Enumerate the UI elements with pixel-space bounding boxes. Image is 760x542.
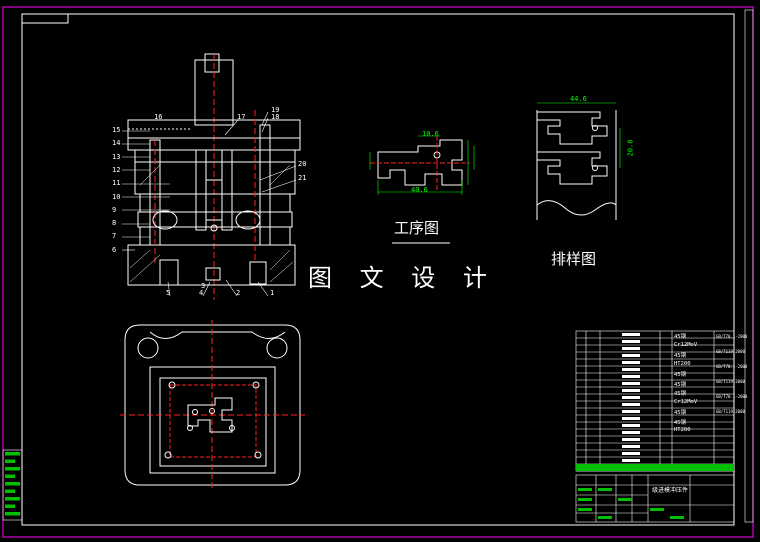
- bom-name-cell: [622, 431, 640, 434]
- part-number-19: 19: [271, 106, 280, 114]
- part-number-16: 16: [154, 113, 163, 121]
- bom-name-cell: [622, 452, 640, 455]
- bom-name-cell: [622, 403, 640, 406]
- bom-name-cell: [622, 361, 640, 364]
- left-margin-table: [2, 449, 23, 521]
- bom-material: 45钢: [674, 410, 687, 416]
- bom-name-cell: [622, 354, 640, 357]
- part-number-18: 18: [271, 113, 280, 121]
- bom-name-cell: [622, 347, 640, 350]
- dim-strip-pitch: 20.8: [626, 139, 635, 157]
- bom-name-cell: [622, 396, 640, 399]
- bom-name-cell: [622, 368, 640, 371]
- title-block-fill: [578, 498, 592, 501]
- left-table-fill: [5, 474, 15, 478]
- title-block-fill: [578, 508, 592, 511]
- bom-name-cell: [622, 340, 640, 343]
- bom-material: 45钢: [674, 334, 687, 340]
- title-block-name: 级进模冲压件: [652, 487, 689, 494]
- title-block-fill: [650, 508, 664, 511]
- bom-name-cell: [622, 389, 640, 392]
- bom-material: 45钢: [674, 391, 687, 397]
- bom-material: 45钢: [674, 353, 687, 359]
- layout-drawing-label: 排样图: [551, 250, 597, 268]
- left-table-fill: [5, 467, 20, 471]
- title-block: [575, 474, 735, 523]
- right-margin-strip: [744, 9, 754, 523]
- bom-standard: GB/T70.1-2000: [716, 364, 748, 369]
- bom-name-cell: [622, 333, 640, 336]
- left-table-fill: [5, 512, 20, 516]
- part-number-5: 5: [166, 289, 171, 297]
- part-number-9: 9: [112, 205, 117, 214]
- bom-material: Cr12MoV: [674, 341, 698, 348]
- bom-name-cell: [622, 438, 640, 441]
- dim-part-top: 10.6: [422, 130, 439, 138]
- part-number-3: 3: [201, 282, 206, 290]
- bom-standard: GB/T119-2000: [716, 379, 745, 384]
- part-number-4: 4: [199, 289, 204, 297]
- bom-name-cell: [622, 382, 640, 385]
- bom-material: Cr12MoV: [674, 398, 698, 405]
- design-caption: 图 文 设 计: [308, 264, 497, 292]
- bom-name-cell: [622, 417, 640, 420]
- left-table-fill: [5, 482, 20, 486]
- bom-name-cell: [622, 459, 640, 462]
- part-number-6: 6: [112, 245, 117, 254]
- part-number-8: 8: [112, 219, 117, 228]
- part-number-15: 15: [112, 126, 121, 134]
- bom-material: 45钢: [674, 372, 687, 378]
- bom-material: HT200: [674, 360, 691, 367]
- part-number-20: 20: [298, 160, 307, 168]
- part-number-11: 11: [112, 179, 121, 188]
- bom-material: 45钢: [674, 419, 687, 426]
- bom-name-cell: [622, 375, 640, 378]
- inner-frame: [21, 13, 735, 526]
- die-section-view: [122, 53, 301, 300]
- part-number-10: 10: [112, 192, 121, 201]
- left-table-fill: [5, 459, 15, 463]
- part-number-13: 13: [112, 152, 121, 161]
- title-block-fill: [670, 516, 684, 519]
- bom-table: [575, 330, 735, 472]
- left-table-fill: [5, 497, 20, 501]
- bom-standard: GB/T119-2000: [716, 409, 745, 414]
- bom-standard: GB/T70.1-2000: [716, 334, 748, 339]
- bom-standard: GB/T119-2000: [716, 349, 745, 354]
- bom-material: 45钢: [674, 381, 687, 388]
- strip-layout-drawing: [536, 102, 621, 220]
- dim-part-width: 40.6: [411, 186, 428, 194]
- part-number-7: 7: [112, 232, 117, 241]
- left-table-fill: [5, 489, 15, 493]
- bom-name-cell: [622, 410, 640, 413]
- part-number-21: 21: [298, 174, 307, 182]
- bom-material: HT200: [674, 427, 691, 433]
- process-drawing-label: 工序图: [394, 219, 440, 237]
- left-table-fill: [5, 452, 20, 456]
- title-block-fill: [578, 488, 592, 491]
- bom-name-cell: [622, 424, 640, 427]
- part-number-2: 2: [236, 289, 241, 297]
- part-number-12: 12: [112, 165, 121, 174]
- die-plan-view: [120, 320, 305, 490]
- title-block-fill: [598, 488, 612, 491]
- bom-standard: GB/T70.1-2000: [716, 394, 748, 399]
- title-block-fill: [598, 516, 612, 519]
- bom-name-cell: [622, 445, 640, 448]
- title-block-fill: [618, 498, 632, 501]
- left-table-fill: [5, 504, 15, 508]
- part-number-17: 17: [237, 113, 246, 121]
- corner-label-box: [21, 13, 69, 24]
- process-part-drawing: [369, 135, 475, 244]
- part-number-14: 14: [112, 139, 121, 148]
- dim-strip-width: 44.6: [570, 95, 587, 103]
- part-number-1: 1: [270, 289, 275, 297]
